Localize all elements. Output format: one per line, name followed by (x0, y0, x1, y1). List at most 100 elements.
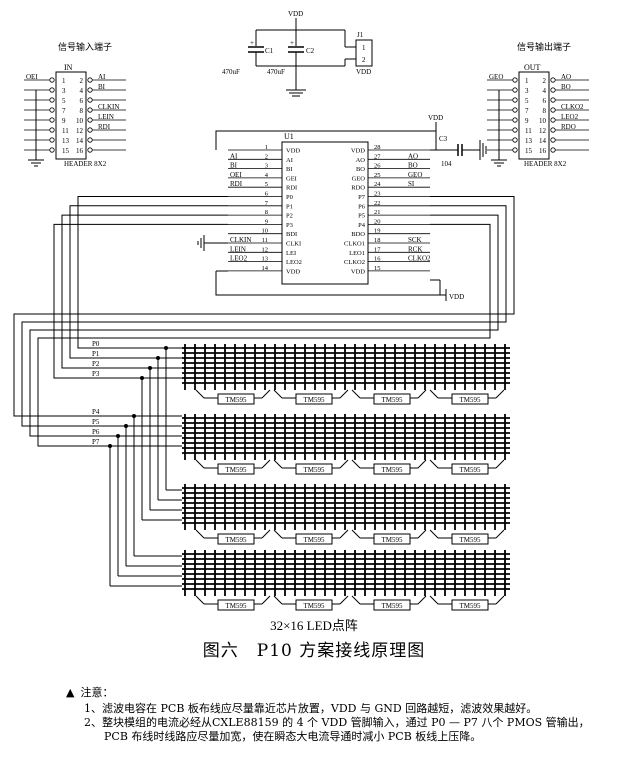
ic-vdd-bottom: VDD (449, 293, 464, 301)
right-connector-pin-circle (512, 107, 518, 113)
ic-pin-name: P2 (286, 213, 293, 220)
ic-net-label: OEI (230, 171, 242, 179)
left-connector-left-signal: OEI (26, 73, 38, 81)
bus-label-P4: P4 (92, 408, 100, 416)
c3-ref: C3 (439, 135, 448, 143)
tm595-label: TM595 (304, 602, 326, 610)
led-matrix-caption: 32×16 LED点阵 (270, 618, 358, 633)
tm595-chip (373, 533, 411, 545)
ic-pin-18: 18 (374, 237, 381, 244)
c1-plus: + (250, 39, 254, 47)
right-connector-part: HEADER 8X2 (524, 160, 567, 168)
note-item-1: 1、滤波电容在 PCB 板布线应尽量靠近芯片放置，VDD 与 GND 回路越短，… (84, 702, 538, 715)
right-connector-pin-5: 5 (525, 97, 529, 105)
ic-pin-4: 4 (265, 172, 269, 179)
right-connector-right-signal: CLKO2 (561, 103, 584, 111)
ic-pin-10: 10 (262, 228, 269, 235)
note-item-2: 2、整块模组的电流必经从CXLE88159 的 4 个 VDD 管脚输入，通过 … (84, 716, 590, 729)
ic-pin-23: 23 (374, 191, 381, 198)
notes-section: ▲ 注意： 1、滤波电容在 PCB 板布线应尽量靠近芯片放置，VDD 与 GND… (66, 686, 626, 744)
ic-pin-28: 28 (374, 144, 381, 151)
left-connector-right-signal: BI (98, 83, 106, 91)
left-connector-pin-16: 16 (76, 147, 84, 155)
left-connector-pin-circle (49, 87, 55, 93)
left-connector-pin-circle (49, 137, 55, 143)
ic-pin-9: 9 (265, 218, 268, 225)
left-connector-title: 信号输入端子 (58, 41, 112, 52)
ic-pin-name: RDO (351, 185, 365, 192)
left-connector-pin-6: 6 (80, 97, 84, 105)
ic-pin-17: 17 (374, 246, 381, 253)
vdd-rail-top (215, 122, 437, 150)
tm595-label: TM595 (460, 536, 482, 544)
tm595-chip (373, 463, 411, 475)
tm595-label: TM595 (382, 536, 404, 544)
tm595-chip (451, 533, 489, 545)
junction-dot (132, 414, 136, 418)
ic-pin-name: BDI (286, 231, 297, 238)
ic-pin-6: 6 (265, 191, 269, 198)
c2-value: 470uF (267, 68, 285, 76)
ic-net-label: BI (230, 162, 238, 170)
ic-ref: U1 (284, 132, 294, 141)
right-connector-pin-circle (512, 127, 518, 133)
j1-connector (355, 39, 373, 67)
left-connector-body (55, 71, 87, 160)
right-connector-ref: OUT (524, 63, 541, 72)
c1-value: 470uF (222, 68, 240, 76)
left-connector-pin-circle (87, 97, 93, 103)
ic-pin-8: 8 (265, 209, 268, 216)
right-connector-pin-6: 6 (543, 97, 547, 105)
c1-ref: C1 (265, 47, 274, 55)
bus-label-P5: P5 (92, 418, 100, 426)
ic-net-label: SCK (408, 236, 422, 244)
left-connector-pin-4: 4 (80, 87, 84, 95)
right-connector-pin-circle (512, 77, 518, 83)
ic-pin-name: BDO (351, 231, 365, 238)
ic-pin-19: 19 (374, 228, 381, 235)
tm595-chip (217, 533, 255, 545)
ic-pin-name: LEO2 (286, 259, 302, 266)
ic-pin-name: P7 (358, 194, 366, 201)
ic-pin-name: P4 (358, 222, 366, 229)
right-connector-pin-circle (512, 137, 518, 143)
ic-pin-name: CLKI (286, 241, 301, 248)
junction-dot (148, 366, 152, 370)
tm595-label: TM595 (382, 466, 404, 474)
ic-pin-name: GEI (286, 175, 297, 182)
tm595-chip (373, 393, 411, 405)
power-vdd-label: VDD (288, 10, 303, 18)
note-item-2-continued: PCB 布线时线路应尽量加宽，使在瞬态大电流导通时减小 PCB 板线上压降。 (104, 730, 482, 743)
right-connector-pin-13: 13 (525, 137, 533, 145)
tm595-label: TM595 (226, 466, 248, 474)
ic-pin-name: RDI (286, 185, 297, 192)
ic-pin-name: BI (286, 166, 293, 173)
ic-pin-name: P6 (358, 203, 366, 210)
right-connector-pin-11: 11 (525, 127, 532, 135)
bus-label-P3: P3 (92, 370, 100, 378)
bus-label-P2: P2 (92, 360, 100, 368)
right-connector-right-signal: RDO (561, 123, 576, 131)
left-connector-pin-15: 15 (62, 147, 70, 155)
tm595-chip (373, 599, 411, 611)
bus-P2 (61, 214, 228, 369)
ic-pin-name: GEO (352, 175, 366, 182)
ic-pin-25: 25 (374, 172, 381, 179)
right-connector-right-signal: LEO2 (561, 113, 579, 121)
ic-pin-name: VDD (286, 148, 300, 155)
ic-pin-27: 27 (374, 153, 381, 160)
right-connector-pin-circle (550, 147, 556, 153)
tm595-chip (451, 393, 489, 405)
tm595-label: TM595 (226, 536, 248, 544)
right-connector-pin-circle (550, 77, 556, 83)
ic-pin-2: 2 (265, 153, 268, 160)
bus-P7 (13, 196, 515, 417)
left-connector-pin-circle (87, 107, 93, 113)
tm595-label: TM595 (460, 396, 482, 404)
ic-vdd-top: VDD (428, 114, 443, 122)
left-connector-pin-8: 8 (80, 107, 84, 115)
right-connector-body (518, 71, 550, 160)
